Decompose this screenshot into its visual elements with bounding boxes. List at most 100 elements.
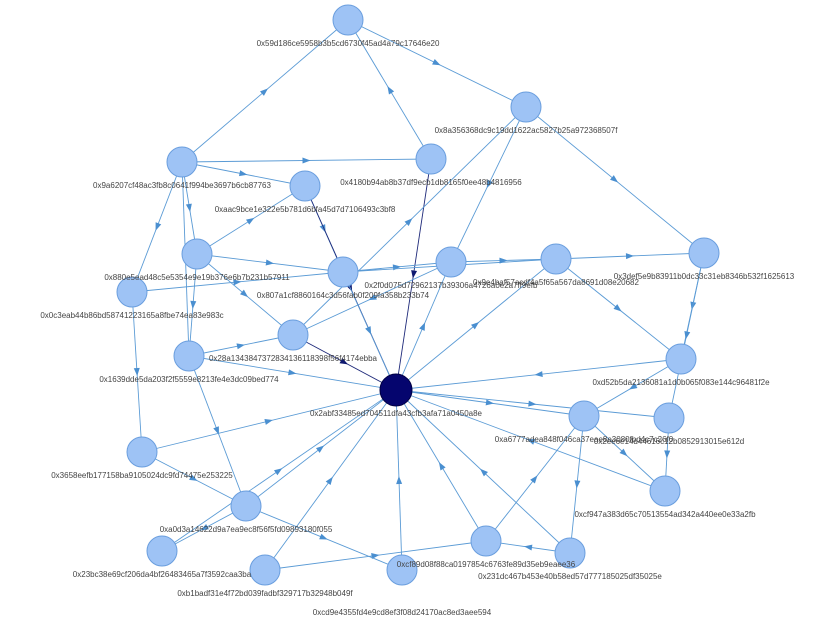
edge-arrow-n5-n1 xyxy=(387,86,395,95)
edge-arrow-n3-n7 xyxy=(155,222,162,231)
edge-arrow-n3-n6 xyxy=(185,203,192,212)
node-label: 0x231dc467b453e40b58ed57d777185025df3502… xyxy=(478,572,662,581)
edge-arrow-n16-n19 xyxy=(619,448,628,457)
edge-arrow-n22-n15 xyxy=(438,462,446,471)
graph-node[interactable] xyxy=(510,91,542,123)
node-label: 0x59d186ce5958b3b5cd6730f45ad4a79c17646e… xyxy=(257,39,440,48)
graph-node[interactable] xyxy=(665,343,697,375)
edge-arrow-n20-n25 xyxy=(319,533,328,540)
node-label: 0x2abf33485ed704511dfa43cfb3afa71a0450a8… xyxy=(310,409,483,418)
node-label: 0xcf89d08f88ca0197854c6763fe89d35eb9eaee… xyxy=(397,560,576,569)
edge-arrow-n9-n12 xyxy=(368,294,377,301)
edge-arrow-n11-n14 xyxy=(690,301,697,310)
edges-layer xyxy=(131,19,705,571)
edge-arrow-n23-n15 xyxy=(480,468,488,477)
graph-node[interactable] xyxy=(230,490,262,522)
graph-node[interactable] xyxy=(181,238,213,270)
graph-node[interactable] xyxy=(415,143,447,175)
edge-arrow-n10-n11 xyxy=(625,253,634,260)
node-label: 0x2ee6e14d44616c12b0852913015e612d xyxy=(594,437,744,446)
edge-arrow-n24-n15 xyxy=(325,476,333,485)
edge-arrow-n15-n16 xyxy=(485,399,494,406)
node-label: 0xa6777adea848f046ca37eae8e3080fbd4c7c26… xyxy=(495,435,674,444)
edge-arrow-n14-n15 xyxy=(534,371,543,378)
node-label: 0x28a1343847372834136118398f56f4174ebba xyxy=(209,354,378,363)
edge-arrow-n9-n10 xyxy=(499,257,508,264)
graph-node[interactable] xyxy=(146,535,178,567)
edge-arrow-n6-n4 xyxy=(246,217,255,225)
edge-arrow-n17-n19 xyxy=(664,450,671,459)
edge-arrow-n15-n10 xyxy=(471,321,480,330)
graph-node[interactable] xyxy=(470,525,502,557)
edge-arrow-n3-n1 xyxy=(260,88,269,96)
edge-arrow-n4-n8 xyxy=(319,224,326,233)
edge-arrow-n25-n15 xyxy=(396,476,403,485)
graph-node[interactable] xyxy=(166,146,198,178)
edge-arrow-n5-n15 xyxy=(411,270,418,279)
node-label: 0xaac9bce1e322e5b781d6bfa45d7d7106493c3b… xyxy=(215,205,396,214)
edge-arrow-n20-n15 xyxy=(316,445,325,453)
edge-arrow-n1-n2 xyxy=(432,59,441,66)
graph-node[interactable] xyxy=(386,554,418,586)
edge-arrow-n18-n15 xyxy=(264,419,273,425)
graph-node[interactable] xyxy=(568,400,600,432)
edge-arrow-n6-n12 xyxy=(240,289,249,298)
node-label: 0x1639dde5da203f2f5559e8213fe4e3dc09bed7… xyxy=(99,375,279,384)
edge-arrow-n8-n9 xyxy=(392,264,401,271)
edge-arrow-n2-n11 xyxy=(610,175,619,183)
graph-node[interactable] xyxy=(249,554,281,586)
edge-arrow-n12-n2 xyxy=(404,218,413,226)
graph-node[interactable] xyxy=(653,402,685,434)
node-label: 0x4180b94ab8b37df9ecb1db8165f0ee48b48169… xyxy=(340,178,522,187)
node-label: 0xb1badf31e4f72bd039fadbf329717b32948b04… xyxy=(177,589,353,598)
node-label: 0x0c3eab44b86bd58741223165a8fbe74ea83e98… xyxy=(40,311,223,320)
edge-arrow-n15-n17 xyxy=(528,400,537,407)
edge-arrow-n11-n17 xyxy=(684,330,691,340)
edge-arrow-n24-n22 xyxy=(371,553,380,559)
edge-arrow-n3-n5 xyxy=(302,157,311,164)
edge-arrow-n23-n22 xyxy=(524,544,533,551)
hub-node[interactable] xyxy=(379,373,413,407)
edge-arrow-n13-n12 xyxy=(236,343,245,350)
node-label: 0x807a1cf8860164c3d56fab0f209fa358b233b7… xyxy=(257,291,430,300)
node-label: 0x23bc38e69cf206da4bf26483465a7f3592caa3… xyxy=(73,570,252,579)
edge-arrow-n2-n9 xyxy=(486,179,493,189)
edge-arrow-n10-n14 xyxy=(613,304,622,312)
graph-node[interactable] xyxy=(649,475,681,507)
edge-arrow-n12-n15 xyxy=(339,357,349,365)
node-label: 0x2f0d075d72962137b39306a4726a0e2a7ff9ef… xyxy=(365,281,538,290)
graph-node[interactable] xyxy=(289,170,321,202)
graph-node[interactable] xyxy=(554,537,586,569)
node-label: 0x3658eefb177158ba9105024dc9fd74475e2532… xyxy=(51,471,233,480)
node-label: 0x9a6207cf48ac3fb8c0641f994be3697b6cb877… xyxy=(93,181,271,190)
graph-node[interactable] xyxy=(173,340,205,372)
graph-node[interactable] xyxy=(435,246,467,278)
node-label: 0xd52b5da2136081a1d0b065f083e144c96481f2… xyxy=(592,378,770,387)
graph-node[interactable] xyxy=(332,4,364,36)
edge-arrow-n14-n16 xyxy=(629,382,638,390)
graph-node[interactable] xyxy=(116,276,148,308)
node-label: 0xcd9e4355fd4e9cd8ef3f08d24170ac8ed3aee5… xyxy=(313,608,492,617)
edge-arrow-n21-n15 xyxy=(274,468,283,476)
edge-arrow-n22-n16 xyxy=(530,475,538,484)
graph-node[interactable] xyxy=(327,256,359,288)
node-label: 0x880e5ead48c5e5354e9e19b376e6b7b231b579… xyxy=(104,273,290,282)
edge-arrow-n18-n20 xyxy=(189,474,198,481)
graph-node[interactable] xyxy=(540,243,572,275)
edge-arrow-n6-n13 xyxy=(190,300,197,309)
node-label: 0xcf947a383d65c70513554ad342a440ee0e33a2… xyxy=(574,510,756,519)
nodes-layer xyxy=(116,4,720,586)
edge-arrow-n3-n4 xyxy=(238,170,248,177)
graph-node[interactable] xyxy=(688,237,720,269)
graph-node[interactable] xyxy=(277,319,309,351)
edge-arrow-n6-n8 xyxy=(265,259,274,266)
edge-arrow-n7-n8 xyxy=(233,279,242,286)
graph-node[interactable] xyxy=(126,436,158,468)
edge-arrow-n20-n21 xyxy=(200,523,209,531)
edge-arrow-n13-n20 xyxy=(213,426,219,435)
edge-arrow-n8-n15 xyxy=(365,326,372,335)
edge-arrow-n13-n15 xyxy=(288,369,297,376)
edge-arrow-n15-n9 xyxy=(419,322,426,331)
node-label: 0x3def5e9b83911b0dc33c31eb8346b532f16256… xyxy=(614,272,795,281)
